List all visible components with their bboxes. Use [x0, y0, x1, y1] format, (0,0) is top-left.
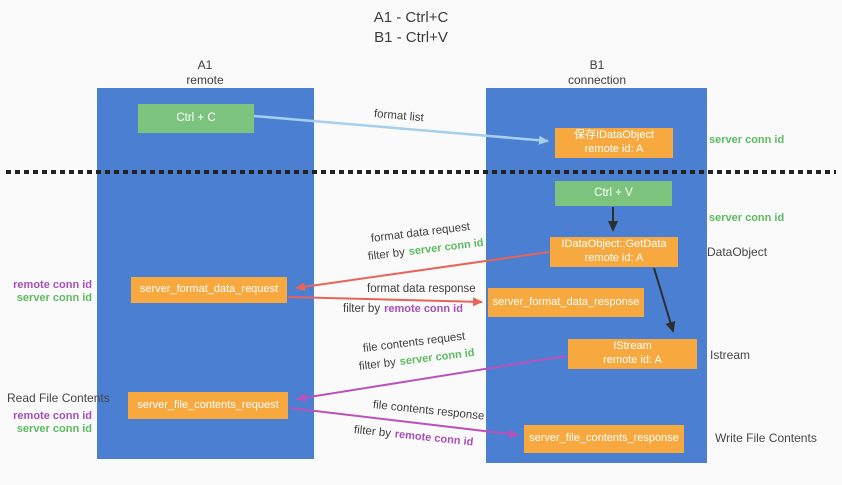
- filter-by-text: filter by: [343, 303, 381, 315]
- node-save-dataobject-line2: remote id: A: [584, 143, 644, 155]
- node-format-response-label: server_format_data_response: [492, 295, 640, 308]
- node-format-request-label: server_format_data_request: [139, 283, 279, 296]
- right-server-conn-id-mid: server conn id: [709, 212, 785, 224]
- node-ctrl-v-label: Ctrl + V: [594, 187, 633, 200]
- edge-label-format-list: format list: [373, 108, 425, 125]
- left-conn-id-stack-format: remote conn id server conn id: [6, 279, 92, 305]
- left-server-conn-id-1: server conn id: [16, 292, 92, 305]
- node-idataobject-getdata: IDataObject::GetData remote id: A: [550, 237, 678, 267]
- filter-by-text: filter by: [367, 246, 406, 263]
- left-remote-conn-id-1: remote conn id: [13, 279, 92, 291]
- node-istream: IStream remote id: A: [568, 339, 697, 369]
- node-file-request-label: server_file_contents_request: [137, 398, 279, 411]
- lifeline-a1-role: remote: [186, 73, 224, 87]
- node-ctrl-c-label: Ctrl + C: [176, 112, 216, 125]
- node-ctrl-c: Ctrl + C: [138, 104, 254, 133]
- left-remote-conn-id-2: remote conn id: [13, 410, 92, 422]
- lifeline-a1-name: A1: [197, 58, 213, 72]
- node-ctrl-v: Ctrl + V: [555, 181, 672, 206]
- title-line-b1: B1 - Ctrl+V: [374, 29, 448, 47]
- server-conn-id-text: server conn id: [408, 236, 485, 258]
- right-label-istream: Istream: [710, 348, 751, 362]
- right-label-dataobject: DataObject: [707, 245, 768, 259]
- edge-label-format-data-response: format data response: [367, 283, 476, 295]
- node-getdata-line2: remote id: A: [584, 252, 644, 264]
- phase-separator-line: [6, 170, 836, 174]
- right-server-conn-id-top: server conn id: [709, 134, 785, 146]
- title-line-a1: A1 - Ctrl+C: [373, 9, 449, 26]
- remote-conn-id-text: remote conn id: [384, 303, 463, 315]
- node-istream-line1: IStream: [613, 340, 652, 353]
- node-getdata-line1: IDataObject::GetData: [561, 238, 667, 251]
- diagram-title: A1 - Ctrl+C B1 - Ctrl+V: [300, 8, 522, 49]
- left-label-read-file-contents: Read File Contents: [7, 391, 110, 405]
- node-server-format-data-response: server_format_data_response: [488, 288, 644, 317]
- arrow-format-data-response: [287, 296, 483, 307]
- left-server-conn-id-2: server conn id: [16, 423, 92, 436]
- node-server-file-contents-response: server_file_contents_response: [524, 425, 684, 453]
- edge-label-file-contents-response: file contents response: [372, 399, 485, 423]
- node-save-dataobject: 保存IDataObject remote id: A: [555, 128, 673, 158]
- lifeline-header-b1: B1 connection: [552, 58, 642, 88]
- right-label-write-file-contents: Write File Contents: [715, 431, 817, 445]
- node-file-response-label: server_file_contents_response: [529, 432, 679, 445]
- lifeline-b1-name: B1: [589, 58, 605, 72]
- lifeline-header-a1: A1 remote: [160, 58, 250, 88]
- node-server-format-data-request: server_format_data_request: [131, 277, 287, 303]
- node-istream-line2: remote id: A: [603, 354, 662, 366]
- filter-by-text: filter by: [353, 424, 392, 440]
- filter-by-text: filter by: [358, 356, 397, 373]
- server-conn-id-text: server conn id: [399, 346, 476, 368]
- remote-conn-id-text: remote conn id: [394, 428, 474, 449]
- node-save-dataobject-line1: 保存IDataObject: [573, 129, 655, 142]
- lifeline-b1-role: connection: [567, 73, 627, 87]
- node-server-file-contents-request: server_file_contents_request: [128, 392, 288, 419]
- left-conn-id-stack-file: remote conn id server conn id: [6, 410, 92, 436]
